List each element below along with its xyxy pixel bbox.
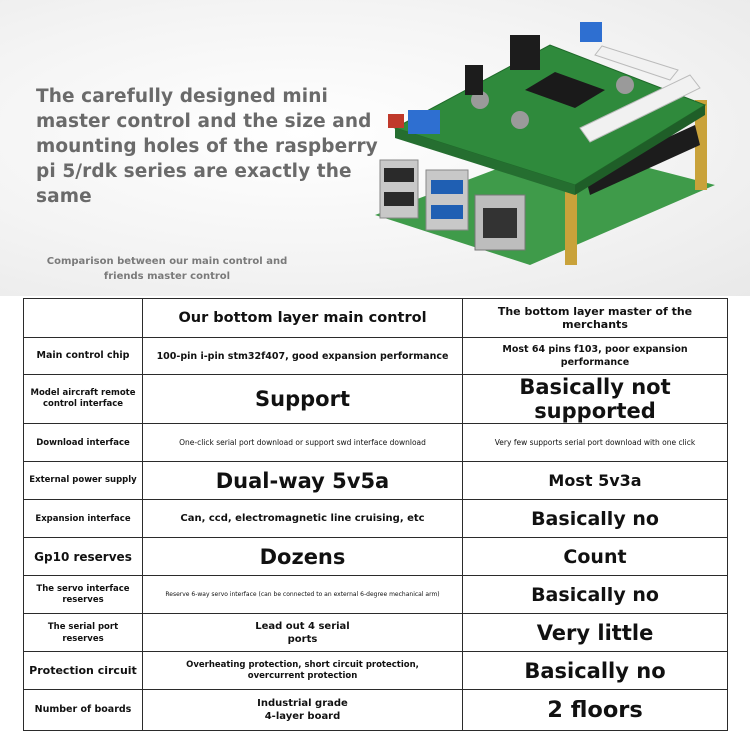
theirs-value: Very few supports serial port download w… <box>462 423 728 462</box>
table-row: Protection circuit Overheating protectio… <box>23 651 728 690</box>
table-row: Main control chip 100-pin i-pin stm32f40… <box>23 337 728 375</box>
power-terminal <box>408 110 440 134</box>
row-label: Main control chip <box>23 337 143 375</box>
corner-cell <box>23 298 143 338</box>
table-row: Model aircraft remote control interface … <box>23 374 728 424</box>
table-row: The serial port reserves Lead out 4 seri… <box>23 613 728 652</box>
theirs-value: Basically not supported <box>462 374 728 424</box>
theirs-value: Basically no <box>462 499 728 538</box>
servo-connectors <box>579 74 701 143</box>
theirs-value: Count <box>462 537 728 576</box>
header-block <box>510 35 540 70</box>
ours-value: Dozens <box>142 537 463 576</box>
row-label: The serial port reserves <box>23 613 143 652</box>
table-row: Download interface One-click serial port… <box>23 423 728 462</box>
row-label: Model aircraft remote control interface <box>23 374 143 424</box>
header-ours: Our bottom layer main control <box>142 298 463 338</box>
row-label: Gp10 reserves <box>23 537 143 576</box>
theirs-value: Very little <box>462 613 728 652</box>
row-label: Expansion interface <box>23 499 143 538</box>
header-theirs: The bottom layer master of the merchants <box>462 298 728 338</box>
headline: The carefully designed mini master contr… <box>36 86 378 207</box>
ours-value: Reserve 6-way servo interface (can be co… <box>142 575 463 614</box>
usb3-port <box>425 169 469 231</box>
theirs-value: Most 5v3a <box>462 461 728 500</box>
table-row: The servo interface reserves Reserve 6-w… <box>23 575 728 614</box>
theirs-value: 2 floors <box>462 689 728 731</box>
row-label: External power supply <box>23 461 143 500</box>
pin-header <box>585 125 700 195</box>
ours-value: Support <box>142 374 463 424</box>
table-header-row: Our bottom layer main control The bottom… <box>23 298 728 338</box>
table-row: External power supply Dual-way 5v5a Most… <box>23 461 728 500</box>
ours-value: One-click serial port download or suppor… <box>142 423 463 462</box>
ours-value: Lead out 4 serial ports <box>142 613 463 652</box>
table-row: Expansion interface Can, ccd, electromag… <box>23 499 728 538</box>
ours-value: Can, ccd, electromagnetic line cruising,… <box>142 499 463 538</box>
theirs-value: Most 64 pins f103, poor expansion perfor… <box>462 337 728 375</box>
standoff <box>695 100 707 190</box>
row-label: Protection circuit <box>23 651 143 690</box>
controller-board-image <box>375 22 715 265</box>
theirs-value: Basically no <box>462 651 728 690</box>
theirs-value: Basically no <box>462 575 728 614</box>
ours-value: Overheating protection, short circuit pr… <box>142 651 463 690</box>
row-label: Download interface <box>23 423 143 462</box>
table-row: Gp10 reserves Dozens Count <box>23 537 728 576</box>
ours-value: Industrial grade 4-layer board <box>142 689 463 731</box>
ours-value: Dual-way 5v5a <box>142 461 463 500</box>
comparison-table: Our bottom layer main control The bottom… <box>23 298 728 731</box>
capacitor <box>471 91 489 109</box>
table-row: Number of boards Industrial grade 4-laye… <box>23 689 728 731</box>
row-label: Number of boards <box>23 689 143 731</box>
comparison-caption: Comparison between our main control and … <box>46 256 288 282</box>
switch <box>388 114 404 128</box>
ours-value: 100-pin i-pin stm32f407, good expansion … <box>142 337 463 375</box>
mcu-chip <box>525 72 605 108</box>
row-label: The servo interface reserves <box>23 575 143 614</box>
